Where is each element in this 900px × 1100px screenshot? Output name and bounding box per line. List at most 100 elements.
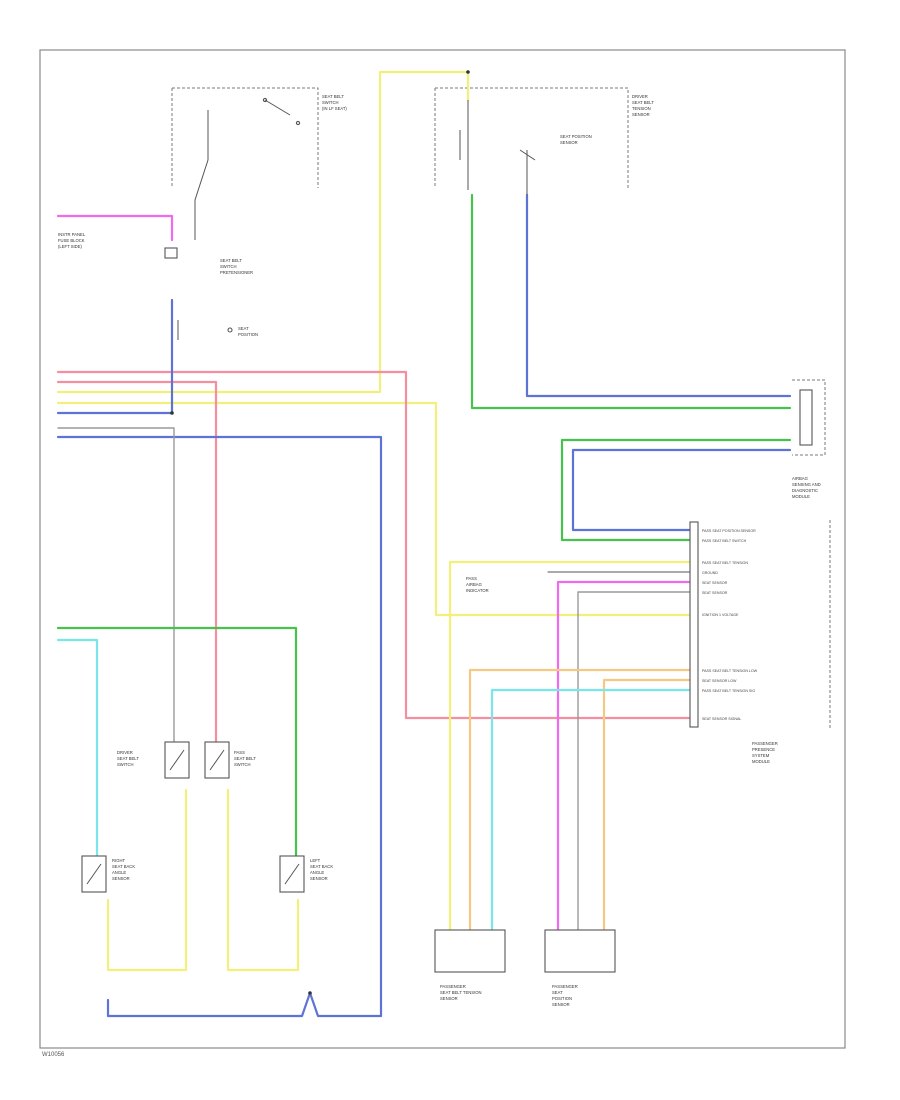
svg-text:MODULE: MODULE (792, 494, 810, 499)
svg-text:INSTR PANEL: INSTR PANEL (58, 232, 86, 237)
driver-seat-belt-switch: DRIVER SEAT BELT SWITCH (117, 741, 190, 779)
passenger-seat-belt-tension-sensor: PASSENGER SEAT BELT TENSION SENSOR (434, 929, 506, 1001)
svg-text:SEAT BELT TENSION: SEAT BELT TENSION (440, 990, 482, 995)
svg-text:SEAT: SEAT (238, 326, 249, 331)
sensor-top-right: DRIVER SEAT BELT TENSION SENSOR SEAT POS… (459, 94, 654, 161)
wire-green-module (560, 438, 792, 542)
connector-c1-enclosure (792, 379, 826, 456)
wire-yellow-left-loop (106, 788, 188, 972)
passenger-seat-belt-switch: PASS SEAT BELT SWITCH (204, 741, 256, 779)
svg-text:POSITION: POSITION (238, 332, 258, 337)
seat-belt-switch: SEAT BELT SWITCH (IN LF SEAT) (262, 94, 347, 126)
connector-c1: AIRBAG SENSING AND DIAGNOSTIC MODULE (792, 389, 821, 499)
svg-text:SEAT BELT: SEAT BELT (234, 756, 256, 761)
wire-magenta-top (56, 214, 174, 242)
svg-text:DRIVER: DRIVER (632, 94, 648, 99)
svg-text:SEAT SENSOR: SEAT SENSOR (702, 591, 728, 595)
svg-text:MODULE: MODULE (752, 759, 770, 764)
svg-text:DRIVER: DRIVER (117, 750, 133, 755)
svg-text:PASSENGER: PASSENGER (752, 741, 778, 746)
svg-text:SEAT BELT: SEAT BELT (117, 756, 139, 761)
svg-text:SENSOR: SENSOR (440, 996, 458, 1001)
svg-text:SENSOR: SENSOR (552, 1002, 570, 1007)
wire-blue-switch (56, 298, 174, 415)
wire-green-sensor (470, 193, 792, 410)
svg-text:PASS SEAT BELT TENSION LOW: PASS SEAT BELT TENSION LOW (702, 669, 758, 673)
svg-text:SWITCH: SWITCH (220, 264, 237, 269)
svg-text:PASS SEAT BELT SWITCH: PASS SEAT BELT SWITCH (702, 539, 747, 543)
wire-yellow-bus (56, 401, 692, 617)
svg-text:SEAT SENSOR SIGNAL: SEAT SENSOR SIGNAL (702, 717, 741, 721)
svg-text:POSITION: POSITION (552, 996, 572, 1001)
svg-text:PASSENGER: PASSENGER (552, 984, 578, 989)
svg-text:AIRBAG: AIRBAG (466, 582, 482, 587)
wire-yellow-right-loop (226, 788, 300, 972)
wire-black-seat-switch (194, 110, 209, 240)
svg-text:PASS SEAT POSITION SENSOR: PASS SEAT POSITION SENSOR (702, 529, 756, 533)
wire-pink-upper (56, 370, 692, 720)
svg-text:SENSOR: SENSOR (560, 140, 578, 145)
svg-text:GROUND: GROUND (702, 571, 718, 575)
svg-text:SWITCH: SWITCH (322, 100, 339, 105)
svg-text:SENSOR: SENSOR (310, 876, 328, 881)
wire-yellow-feed (56, 70, 470, 394)
svg-text:PASS SEAT BELT TENSION SIG: PASS SEAT BELT TENSION SIG (702, 689, 755, 693)
right-seat-switch: RIGHT SEAT BACK ANGLE SENSOR (81, 855, 135, 893)
svg-text:PASS: PASS (466, 576, 477, 581)
svg-text:SWITCH: SWITCH (117, 762, 134, 767)
wire-pink-lower (56, 380, 218, 747)
svg-text:FUSE BLOCK: FUSE BLOCK (58, 238, 85, 243)
svg-text:TENSION: TENSION (632, 106, 651, 111)
svg-text:ANGLE: ANGLE (310, 870, 324, 875)
wire-blue-sensor (525, 193, 792, 398)
pretensioner-sensor: SEAT POSITION (227, 326, 258, 337)
svg-text:SEAT SENSOR LOW: SEAT SENSOR LOW (702, 679, 737, 683)
svg-text:SEAT BELT: SEAT BELT (322, 94, 344, 99)
svg-text:(LEFT SIDE): (LEFT SIDE) (58, 244, 82, 249)
wire-gray-sensor (577, 591, 691, 931)
svg-text:PASS: PASS (234, 750, 245, 755)
inflator-module-top: INSTR PANEL FUSE BLOCK (LEFT SIDE) SEAT … (58, 232, 253, 275)
svg-text:SEAT SENSOR: SEAT SENSOR (702, 581, 728, 585)
wire-cyan-left (56, 638, 99, 862)
svg-text:PRESENCE: PRESENCE (752, 747, 775, 752)
seat-belt-switch-enclosure (171, 87, 319, 188)
svg-text:SEAT: SEAT (552, 990, 563, 995)
svg-text:DIAGNOSTIC: DIAGNOSTIC (792, 488, 818, 493)
wire-cyan-sensor (490, 688, 692, 932)
label-passenger-airbag-indicator: PASS AIRBAG INDICATOR (466, 576, 489, 593)
module-connector-block: PASS SEAT POSITION SENSOR PASS SEAT BELT… (689, 521, 778, 764)
svg-text:ANGLE: ANGLE (112, 870, 126, 875)
svg-text:PASSENGER: PASSENGER (440, 984, 466, 989)
svg-text:SENSOR: SENSOR (112, 876, 130, 881)
svg-text:(IN LF SEAT): (IN LF SEAT) (322, 106, 347, 111)
svg-text:PASS SEAT BELT TENSION: PASS SEAT BELT TENSION (702, 561, 748, 565)
wire-blue-module (571, 448, 792, 532)
svg-text:SENSOR: SENSOR (632, 112, 650, 117)
wire-yellow-sensor-a (448, 560, 692, 932)
svg-text:IGNITION 1 VOLTAGE: IGNITION 1 VOLTAGE (702, 613, 739, 617)
svg-text:SWITCH: SWITCH (234, 762, 251, 767)
svg-text:LEFT: LEFT (310, 858, 321, 863)
svg-text:INDICATOR: INDICATOR (466, 588, 489, 593)
svg-text:SEAT BACK: SEAT BACK (310, 864, 333, 869)
svg-text:SYSTEM: SYSTEM (752, 753, 770, 758)
wire-green-left (56, 626, 298, 862)
left-seat-switch: LEFT SEAT BACK ANGLE SENSOR (279, 855, 333, 893)
wire-gray (57, 427, 175, 746)
svg-text:AIRBAG: AIRBAG (792, 476, 808, 481)
wire-orange-a (468, 668, 692, 932)
diagram-id: W10056 (42, 1052, 65, 1058)
splice-points (170, 70, 470, 995)
svg-text:SEAT BACK: SEAT BACK (112, 864, 135, 869)
wire-orange-b (602, 678, 692, 932)
diagram-border (39, 49, 846, 1049)
svg-text:RIGHT: RIGHT (112, 858, 125, 863)
svg-text:SEAT POSITION: SEAT POSITION (560, 134, 592, 139)
wire-magenta-sensor (556, 580, 692, 932)
svg-text:SENSING AND: SENSING AND (792, 482, 821, 487)
driver-seat-sensor-enclosure (434, 87, 629, 188)
passenger-seat-position-sensor: PASSENGER SEAT POSITION SENSOR (544, 929, 616, 1007)
wire-blue-bus (56, 435, 383, 1018)
